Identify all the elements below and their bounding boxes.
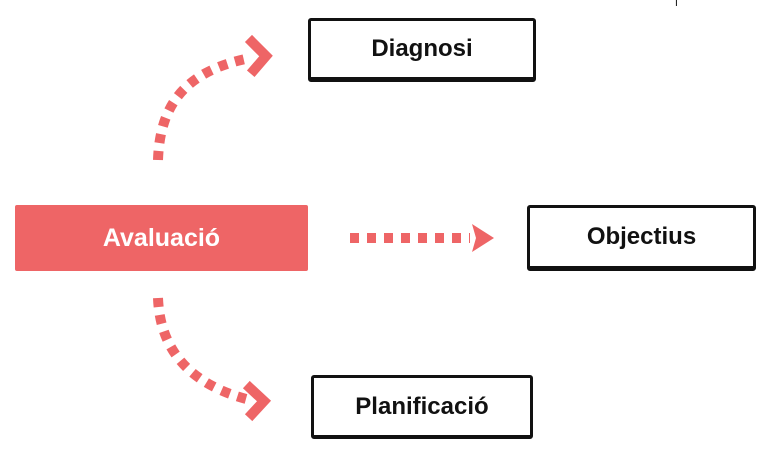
planificacio-node: Planificació — [311, 375, 533, 439]
diagnosi-label: Diagnosi — [371, 35, 473, 62]
edge-to-diagnosi — [153, 53, 251, 161]
edge-to-planificacio — [153, 297, 252, 405]
avaluacio-node: Avaluació — [15, 205, 308, 271]
objectius-node: Objectius — [527, 205, 756, 271]
text-cursor-icon: I — [675, 0, 678, 9]
planificacio-label: Planificació — [355, 392, 489, 420]
diagnosi-node: Diagnosi — [308, 18, 536, 82]
objectius-label: Objectius — [586, 223, 697, 250]
arrowhead-diagnosi — [244, 34, 273, 78]
avaluacio-label: Avaluació — [102, 223, 221, 252]
arrowhead-objectius — [472, 224, 494, 252]
arrowhead-planificacio — [242, 380, 272, 422]
